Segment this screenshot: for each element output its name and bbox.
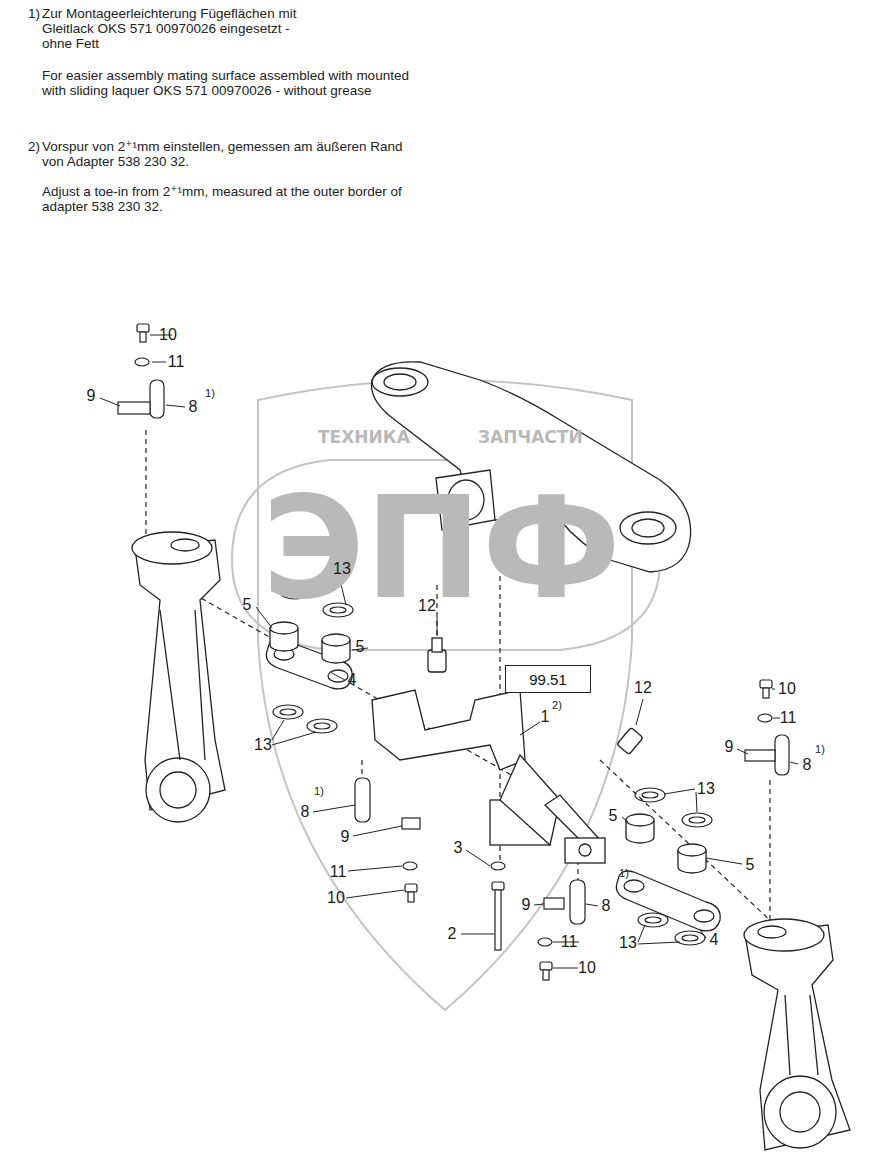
sensors <box>428 638 643 755</box>
callout-number: 13 <box>697 780 715 798</box>
callout-number: 9 <box>87 387 96 405</box>
callout-number: 10 <box>578 959 596 977</box>
callout-number: 5 <box>243 596 252 614</box>
callout-number: 11 <box>780 709 797 727</box>
washers <box>135 358 772 946</box>
callout-number: 8 <box>803 756 812 774</box>
callout-number: 10 <box>159 326 177 344</box>
callout-number: 13 <box>333 560 351 578</box>
callout-number: 8 <box>189 398 198 416</box>
note-text: 2) <box>28 139 42 154</box>
track-rod-assembly <box>372 690 605 863</box>
callout-number: 8 <box>602 897 611 915</box>
callout-number: 12 <box>634 679 652 697</box>
callout-number: 10 <box>778 680 796 698</box>
note-reference: 1) <box>205 387 215 400</box>
note-reference: 1) <box>815 743 825 756</box>
callout-number: 4 <box>710 931 719 949</box>
callout-number: 13 <box>619 934 637 952</box>
axis-lines <box>146 430 775 930</box>
callout-number: 9 <box>522 896 531 914</box>
note-text: Vorspur von 2⁺¹mm einstellen, gemessen a… <box>42 139 414 169</box>
callout-number: 13 <box>254 736 272 754</box>
watermark: ТЕХНИКА <box>318 428 410 448</box>
callout-number: 5 <box>746 856 755 874</box>
callout-number: 11 <box>330 863 347 881</box>
note-reference: 2) <box>552 699 562 712</box>
note-text: 1) <box>28 6 42 21</box>
note-reference: 1) <box>314 785 324 798</box>
pins-bolts-plates <box>118 324 789 980</box>
callout-number: 9 <box>341 828 350 846</box>
reference-number: 99.51 <box>529 671 567 688</box>
link-arms <box>266 639 720 931</box>
callout-number: 5 <box>356 638 365 656</box>
callout-number: 11 <box>168 353 185 371</box>
note-text: Adjust a toe-in from 2⁺¹mm, measured at … <box>42 184 414 214</box>
note-text: For easier assembly mating surface assem… <box>42 68 422 98</box>
watermark-shield <box>232 380 660 1010</box>
callout-number: 9 <box>725 738 734 756</box>
reference-box: 99.51 <box>505 665 591 693</box>
watermark: ЗАПЧАСТИ <box>478 428 583 448</box>
callout-number: 8 <box>301 803 310 821</box>
steering-knuckle-left <box>132 532 225 822</box>
note-text: Zur Montageerleichterung Fügeflächen mit… <box>42 6 304 51</box>
callout-number: 2 <box>448 925 457 943</box>
callout-number: 5 <box>609 807 618 825</box>
callout-number: 10 <box>327 889 345 907</box>
note-reference: 1) <box>619 867 629 880</box>
callout-number: 4 <box>348 671 357 689</box>
callout-number: 1 <box>541 708 550 726</box>
watermark: ЭПФ <box>262 468 621 629</box>
leader-lines <box>100 335 798 968</box>
steering-knuckle-right <box>744 919 850 1150</box>
callout-number: 11 <box>561 933 578 951</box>
callout-number: 12 <box>418 597 436 615</box>
callout-number: 3 <box>454 839 463 857</box>
bushings <box>270 622 706 873</box>
